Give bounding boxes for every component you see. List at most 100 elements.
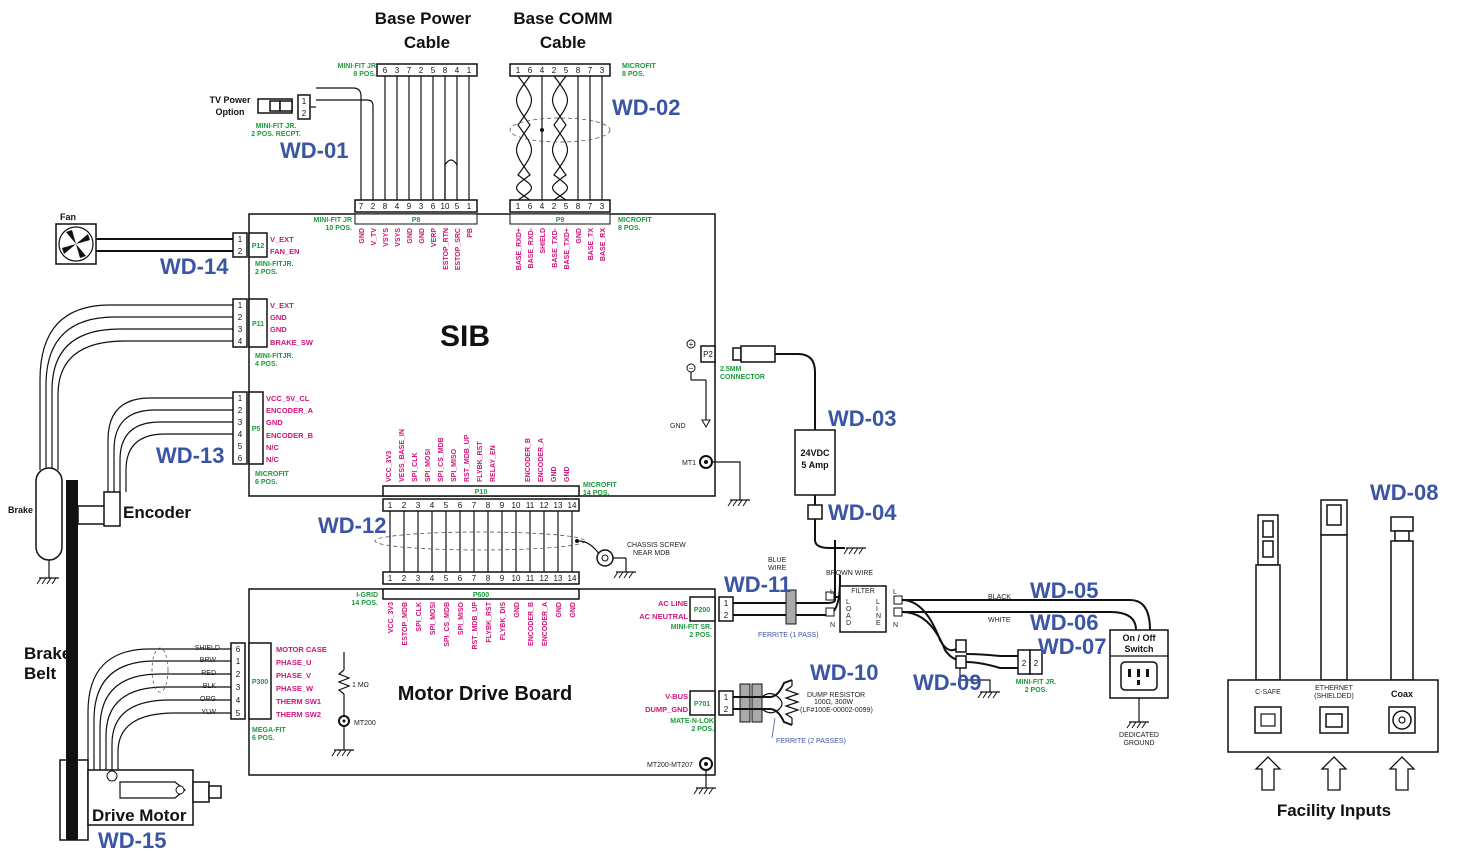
svg-text:2: 2 xyxy=(238,313,243,322)
dedicated-ground-1: DEDICATED xyxy=(1119,732,1159,739)
p5-signal: N/C xyxy=(266,455,280,464)
filter-load-n: N xyxy=(830,622,835,629)
p10-signal: SPI_CLK xyxy=(412,452,419,482)
filter-line-l: L xyxy=(893,589,897,596)
p10-signal: SPI_CS_MDB xyxy=(438,437,445,482)
brake-cable xyxy=(39,304,233,470)
p600-signal: VCC_3V3 xyxy=(388,602,395,633)
p600-signal: RST_MDB_UP xyxy=(472,602,479,650)
ribbon-pin: 1 xyxy=(388,501,393,510)
p9-top-pin: 2 xyxy=(552,66,557,75)
coax-port-icon[interactable] xyxy=(1388,706,1416,734)
filter-load-l: L xyxy=(830,589,834,596)
svg-text:2: 2 xyxy=(724,611,729,620)
p9-pin: 2 xyxy=(552,202,557,211)
tv-conn-type-2: 2 POS. RECPT. xyxy=(251,131,300,138)
switch-label-2: Switch xyxy=(1124,644,1153,654)
ferrite-1-label: FERRITE (1 PASS) xyxy=(758,632,819,639)
p9-top-pin: 6 xyxy=(528,66,533,75)
p8-signal: PB xyxy=(467,228,474,238)
ribbon-pin: 3 xyxy=(416,574,421,583)
p10-type-2: 14 POS. xyxy=(583,490,610,497)
p11-signal: GND xyxy=(270,313,287,322)
c-safe-port-icon[interactable] xyxy=(1254,706,1282,734)
up-arrow-icon xyxy=(1388,756,1416,791)
p8-top-pin: 3 xyxy=(395,66,400,75)
wd-04-label: WD-04 xyxy=(828,500,897,525)
wd-10-label: WD-10 xyxy=(810,660,878,685)
p300-pin: 4 xyxy=(236,696,241,705)
ribbon-pin: 6 xyxy=(458,501,463,510)
up-arrow-icon xyxy=(1254,756,1282,791)
p12-type-1: MINI-FITJR. xyxy=(255,261,294,268)
p701-name: P701 xyxy=(694,701,710,708)
p2-type-1: 2.5MM xyxy=(720,366,742,373)
svg-text:1: 1 xyxy=(724,599,729,608)
p9-top-pins: 1 6 4 2 5 8 7 3 xyxy=(516,66,605,75)
svg-text:3: 3 xyxy=(238,325,243,334)
p600-signal-list: VCC_3V3 ESTOP_MDB SPI_CLK SPI_MOSI SPI_C… xyxy=(388,601,577,649)
p10-signal: SPI_MISO xyxy=(451,448,458,482)
p701-type-2: 2 POS. xyxy=(691,726,714,733)
p600-signal: FLYBK_DIS xyxy=(500,602,507,641)
p8-pin: 8 xyxy=(383,202,388,211)
sib-title: SIB xyxy=(440,320,490,353)
ribbon-pin: 12 xyxy=(540,501,549,510)
p9-name: P9 xyxy=(556,217,565,224)
p9-top-type-1: MICROFIT xyxy=(622,63,657,70)
ethernet-label-2: (SHIELDED) xyxy=(1314,693,1354,700)
p8-signal: V_TV xyxy=(371,228,378,246)
ribbon-pin: 4 xyxy=(430,574,435,583)
ribbon-pin: 2 xyxy=(402,501,407,510)
base-power-cable xyxy=(316,63,478,213)
p300-wire: BLK xyxy=(203,683,217,690)
ribbon-pin: 3 xyxy=(416,501,421,510)
ferrite-2-label: FERRITE (2 PASSES) xyxy=(776,738,846,745)
p11-type-2: 4 POS. xyxy=(255,361,278,368)
p8-top-pin: 1 xyxy=(467,66,472,75)
p9-top-pin: 8 xyxy=(576,66,581,75)
ribbon-pin: 12 xyxy=(540,574,549,583)
p10-signal: VESS_BASE_IN xyxy=(399,429,406,482)
on-off-switch[interactable] xyxy=(1109,629,1169,729)
p600-signal: GND xyxy=(556,602,563,618)
svg-text:6: 6 xyxy=(238,454,243,463)
supply-label-2: 5 Amp xyxy=(801,460,829,470)
p701-signal: V-BUS xyxy=(665,692,688,701)
p8-signal: ESTOP_RTN xyxy=(443,228,450,270)
ribbon-pin: 13 xyxy=(554,501,563,510)
p300-name: P300 xyxy=(252,679,268,686)
brown-wire-label: BROWN WIRE xyxy=(826,570,873,577)
brake-belt-icon xyxy=(66,480,78,840)
p9-pin: 1 xyxy=(516,202,521,211)
p600-signal: SPI_CLK xyxy=(416,602,423,632)
blue-wire-label-2: WIRE xyxy=(768,565,787,572)
base-power-title-1: Base Power xyxy=(375,9,472,28)
ribbon-pin: 7 xyxy=(472,501,477,510)
mdb-title: Motor Drive Board xyxy=(398,683,572,705)
wd-13-label: WD-13 xyxy=(156,443,224,468)
wd-03-label: WD-03 xyxy=(828,406,896,431)
p11-signal: BRAKE_SW xyxy=(270,338,314,347)
brake-belt-label-2: Belt xyxy=(24,664,56,683)
facility-arrows xyxy=(1254,756,1416,791)
p200-signal: AC NEUTRAL xyxy=(639,612,688,621)
p10-signal: RELAY_EN xyxy=(490,445,497,482)
wd07-type-2: 2 POS. xyxy=(1025,687,1048,694)
up-arrow-icon xyxy=(1320,756,1348,791)
dump-resistor-label-3: (LF#100E-00002-0099) xyxy=(800,707,873,714)
p10-signal: ENCODER_B xyxy=(525,438,532,482)
filter-line-n: N xyxy=(893,622,898,629)
p8-signal: VSYS xyxy=(395,228,402,247)
p300-signal: THERM SW1 xyxy=(276,697,321,706)
svg-text:−: − xyxy=(689,364,694,373)
p10-signal: ENCODER_A xyxy=(538,438,545,482)
wd-08-label: WD-08 xyxy=(1370,480,1438,505)
p8-top-pin: 7 xyxy=(407,66,412,75)
p8-pin: 1 xyxy=(467,202,472,211)
ethernet-port-icon[interactable] xyxy=(1319,706,1349,734)
ribbon-pin: 1 xyxy=(388,574,393,583)
ribbon-pin: 10 xyxy=(512,574,521,583)
ribbon-pin: 14 xyxy=(568,501,577,510)
p9-top-pin: 1 xyxy=(516,66,521,75)
